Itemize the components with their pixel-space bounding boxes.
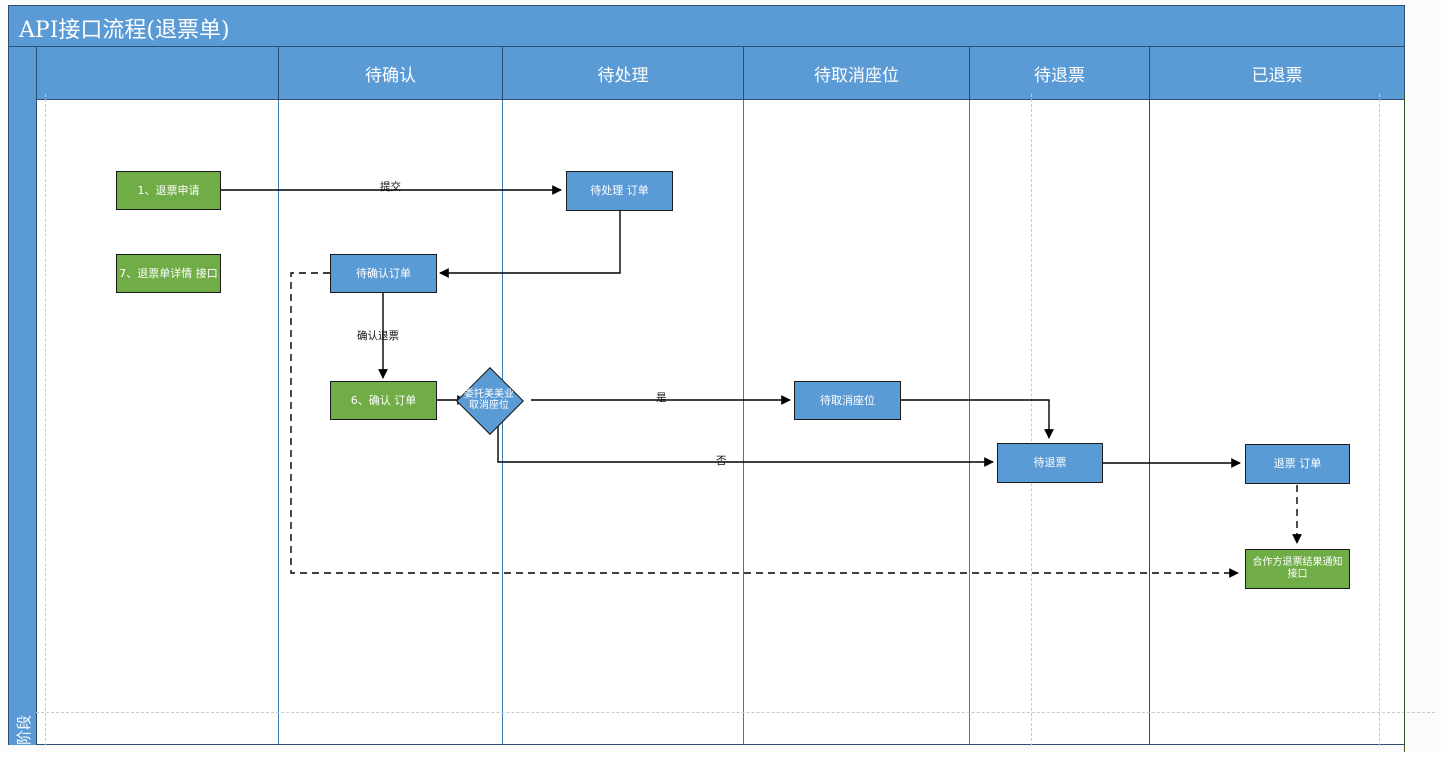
node-refund-application[interactable]: 1、退票申请: [116, 171, 221, 210]
notify-label-line1: 合作方退票结果通知: [1252, 556, 1343, 568]
lane-body-daituipiao: [970, 100, 1150, 744]
page-guide-bottom: [36, 712, 1435, 713]
lane-header-daiqueren: 待确认: [279, 47, 503, 99]
page-title: API接口流程(退票单): [19, 18, 230, 43]
node-pending-cancel-seat[interactable]: 待取消座位: [794, 381, 901, 420]
node-pending-confirm-order[interactable]: 待确认订单: [330, 254, 437, 293]
lane-body-row: [37, 100, 1404, 744]
lane-body-blank: [37, 100, 279, 744]
decision-label-line2: 取消座位: [469, 400, 509, 411]
phase-band: 阶段: [9, 47, 37, 745]
swimlane-frame: API接口流程(退票单) 阶段 待确认 待处理 待取消座位 待退票 已退票: [8, 5, 1405, 745]
lane-header-daichuli: 待处理: [503, 47, 744, 99]
lane-header-row: 待确认 待处理 待取消座位 待退票 已退票: [37, 47, 1404, 100]
lane-body-daiquxiaozuowei: [744, 100, 970, 744]
lane-right-green-rule: [1404, 94, 1405, 752]
diagram-title-bar: API接口流程(退票单): [9, 6, 1404, 47]
lane-header-blank: [37, 47, 279, 99]
decision-label: 委托美美业 取消座位: [460, 377, 518, 423]
notify-label-line2: 接口: [1287, 569, 1308, 580]
node-pending-refund[interactable]: 待退票: [997, 443, 1103, 483]
edge-label-yes: 是: [656, 392, 667, 404]
edge-label-submit: 提交: [380, 181, 401, 193]
decision-label-line1: 委托美美业: [464, 388, 514, 400]
node-decision-entrust-cancel-seat[interactable]: 委托美美业 取消座位: [456, 367, 524, 435]
page-guide-mid: [1031, 94, 1032, 746]
edge-label-no: 否: [716, 455, 727, 467]
lane-header-daituipiao: 待退票: [970, 47, 1150, 99]
node-partner-refund-notify-api[interactable]: 合作方退票结果通知 接口: [1245, 549, 1350, 589]
node-confirm-order[interactable]: 6、确认 订单: [330, 381, 437, 420]
node-refund-detail-api[interactable]: 7、退票单详情 接口: [116, 254, 221, 293]
lane-header-daiquxiaozuowei: 待取消座位: [744, 47, 970, 99]
edge-label-confirm-refund: 确认退票: [357, 330, 399, 342]
node-pending-process-order[interactable]: 待处理 订单: [566, 171, 673, 211]
lane-header-yituipiao: 已退票: [1251, 65, 1303, 86]
node-refund-order[interactable]: 退票 订单: [1245, 444, 1350, 484]
lane-body-yituipiao: [1150, 100, 1404, 744]
page-guide-right: [1379, 94, 1380, 746]
page-guide-left: [45, 94, 46, 746]
phase-label: 阶段: [15, 715, 33, 746]
